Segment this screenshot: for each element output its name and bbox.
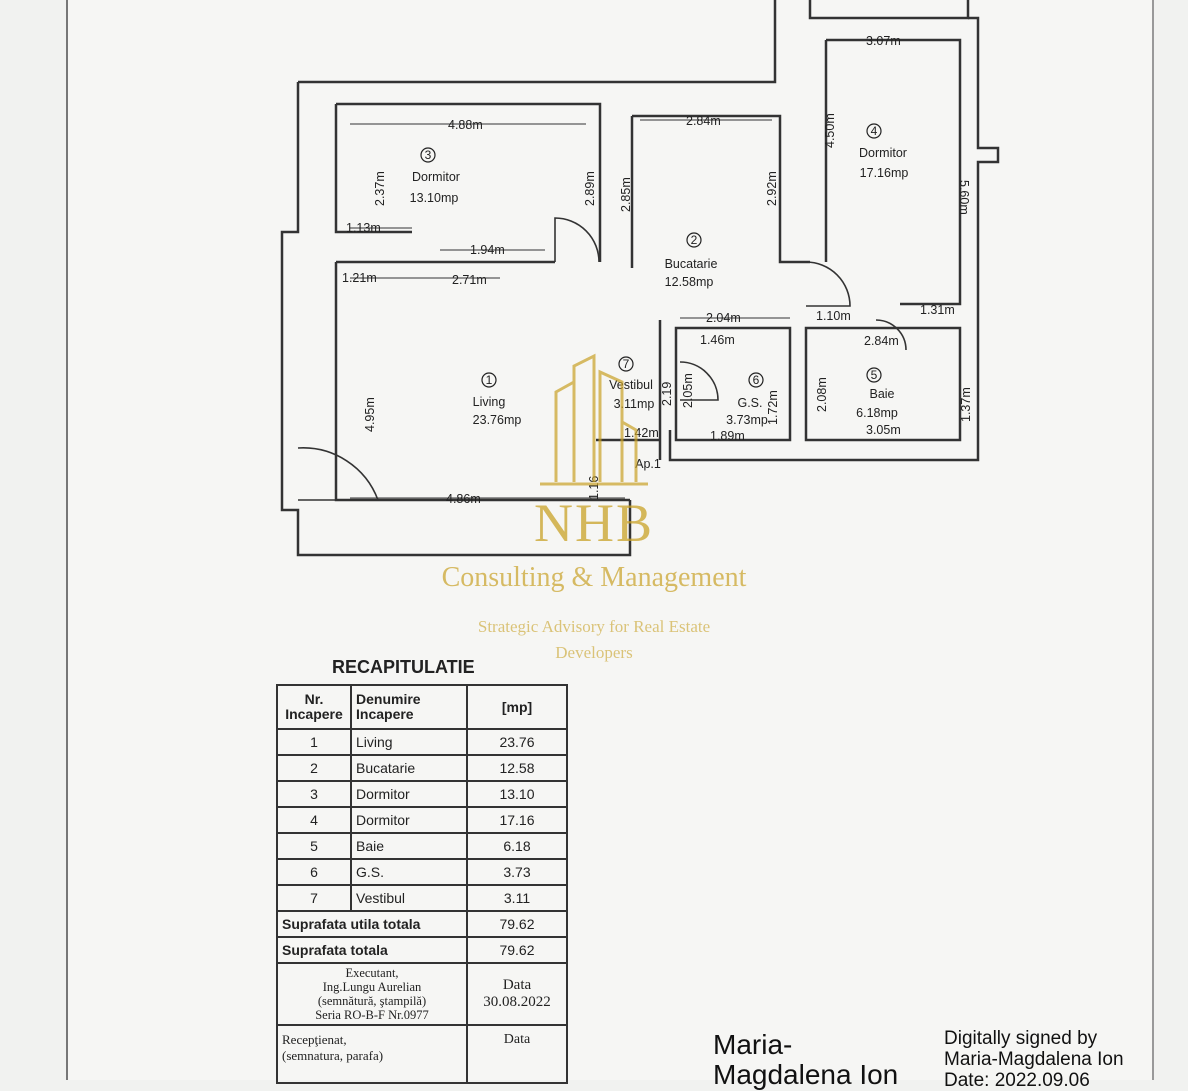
outer-wall-right	[668, 16, 1000, 462]
room-area: 3.11mp	[614, 397, 655, 411]
room-name: Dormitor	[412, 170, 460, 184]
room-area: 17.16mp	[860, 166, 909, 180]
room-area: 23.76mp	[473, 413, 522, 427]
room-name: Bucatarie	[665, 257, 718, 271]
door-baie	[875, 319, 907, 351]
dimension-label: 2.84m	[686, 114, 721, 128]
inner-wall-gs	[674, 326, 792, 442]
room-number: 4	[871, 124, 878, 138]
room-number: 3	[425, 148, 432, 162]
header-unit: [mp]	[466, 684, 568, 730]
room-number: 1	[486, 373, 493, 387]
dimension-label: 1.37m	[959, 387, 973, 422]
room-number: 7	[623, 357, 630, 371]
receptionat-row: Recepţienat,(semnatura, parafa) Data	[276, 1024, 568, 1084]
watermark-subtitle: Consulting & Management	[441, 562, 747, 593]
dimension-label: 4.88m	[448, 118, 483, 132]
dimension-label: 1.13m	[346, 221, 381, 235]
inner-wall-bucatarie	[630, 114, 810, 268]
room-number: 2	[691, 233, 698, 247]
inner-wall-living	[334, 260, 630, 502]
door-living	[297, 447, 380, 501]
dimension-label: 2.05m	[681, 373, 695, 408]
room-number: 5	[871, 368, 878, 382]
dimension-label: 5.60m	[957, 180, 971, 215]
outer-wall-left	[280, 82, 632, 557]
room-name: G.S.	[737, 396, 762, 410]
dimension-label: 1.94m	[470, 243, 505, 257]
room-area: 13.10mp	[410, 191, 459, 205]
dimension-label: 4.86m	[446, 492, 481, 506]
room-area: 3.73mp	[726, 413, 768, 427]
executant-row: Executant,Ing.Lungu Aurelian(semnătură, …	[276, 962, 568, 1026]
door-dormitor3	[554, 217, 600, 263]
inner-wall-baie	[804, 326, 962, 442]
room-name: Dormitor	[859, 146, 907, 160]
dimension-label: 1.10m	[816, 309, 851, 323]
dimension-label: 1.72m	[766, 390, 780, 425]
header-nr: Nr.Incapere	[276, 684, 352, 730]
dimension-label: 2.04m	[706, 311, 741, 325]
room-area: 12.58mp	[665, 275, 714, 289]
dimension-label: 2.85m	[619, 177, 633, 212]
floor-plan: 1 2 3 4 5 6 7 Living 23.76mp Bucatarie 1…	[280, 0, 1000, 557]
room-area: 6.18mp	[856, 406, 898, 420]
dimension-label: 1.31m	[920, 303, 955, 317]
signature-name: Maria-Magdalena Ion	[713, 1029, 899, 1090]
dimension-label: 1.46m	[700, 333, 735, 347]
apartment-label: Ap.1	[635, 457, 661, 471]
room-number: 6	[753, 373, 760, 387]
dimension-label: 4.95m	[363, 397, 377, 432]
door-gs	[679, 361, 719, 401]
watermark-tagline-line: Developers	[555, 643, 633, 662]
paper-sheet	[66, 0, 1154, 1080]
dimension-label: 3.05m	[866, 423, 901, 437]
dimension-label: 2.89m	[583, 171, 597, 206]
nhb-building-logo	[540, 353, 648, 486]
recap-title: RECAPITULATIE	[332, 657, 475, 677]
watermark-tagline: Strategic Advisory for Real Estate Devel…	[400, 614, 788, 666]
dimension-label: 2.19	[660, 382, 674, 406]
dimension-label: 1.21m	[342, 271, 377, 285]
dimension-label: 2.37m	[373, 171, 387, 206]
dimension-label: 2.71m	[452, 273, 487, 287]
dimension-label: 1.16	[587, 476, 601, 500]
room-name: Baie	[869, 387, 894, 401]
dimension-label: 4.50m	[823, 113, 837, 148]
dimension-label: 1.42m	[624, 426, 659, 440]
dimension-label: 2.92m	[765, 171, 779, 206]
dimension-label: 1.89m	[710, 429, 745, 443]
dimension-label: 2.84m	[864, 334, 899, 348]
dimension-label: 3.07m	[866, 34, 901, 48]
inner-wall-vestibul	[596, 320, 662, 460]
door-dormitor4	[805, 261, 851, 307]
outer-wall	[298, 0, 970, 84]
room-name: Living	[473, 395, 506, 409]
watermark-brand: NHB	[533, 493, 654, 553]
inner-wall-dormitor3	[334, 102, 602, 262]
watermark-tagline-line: Strategic Advisory for Real Estate	[477, 617, 711, 636]
dimension-label: 2.08m	[815, 377, 829, 412]
